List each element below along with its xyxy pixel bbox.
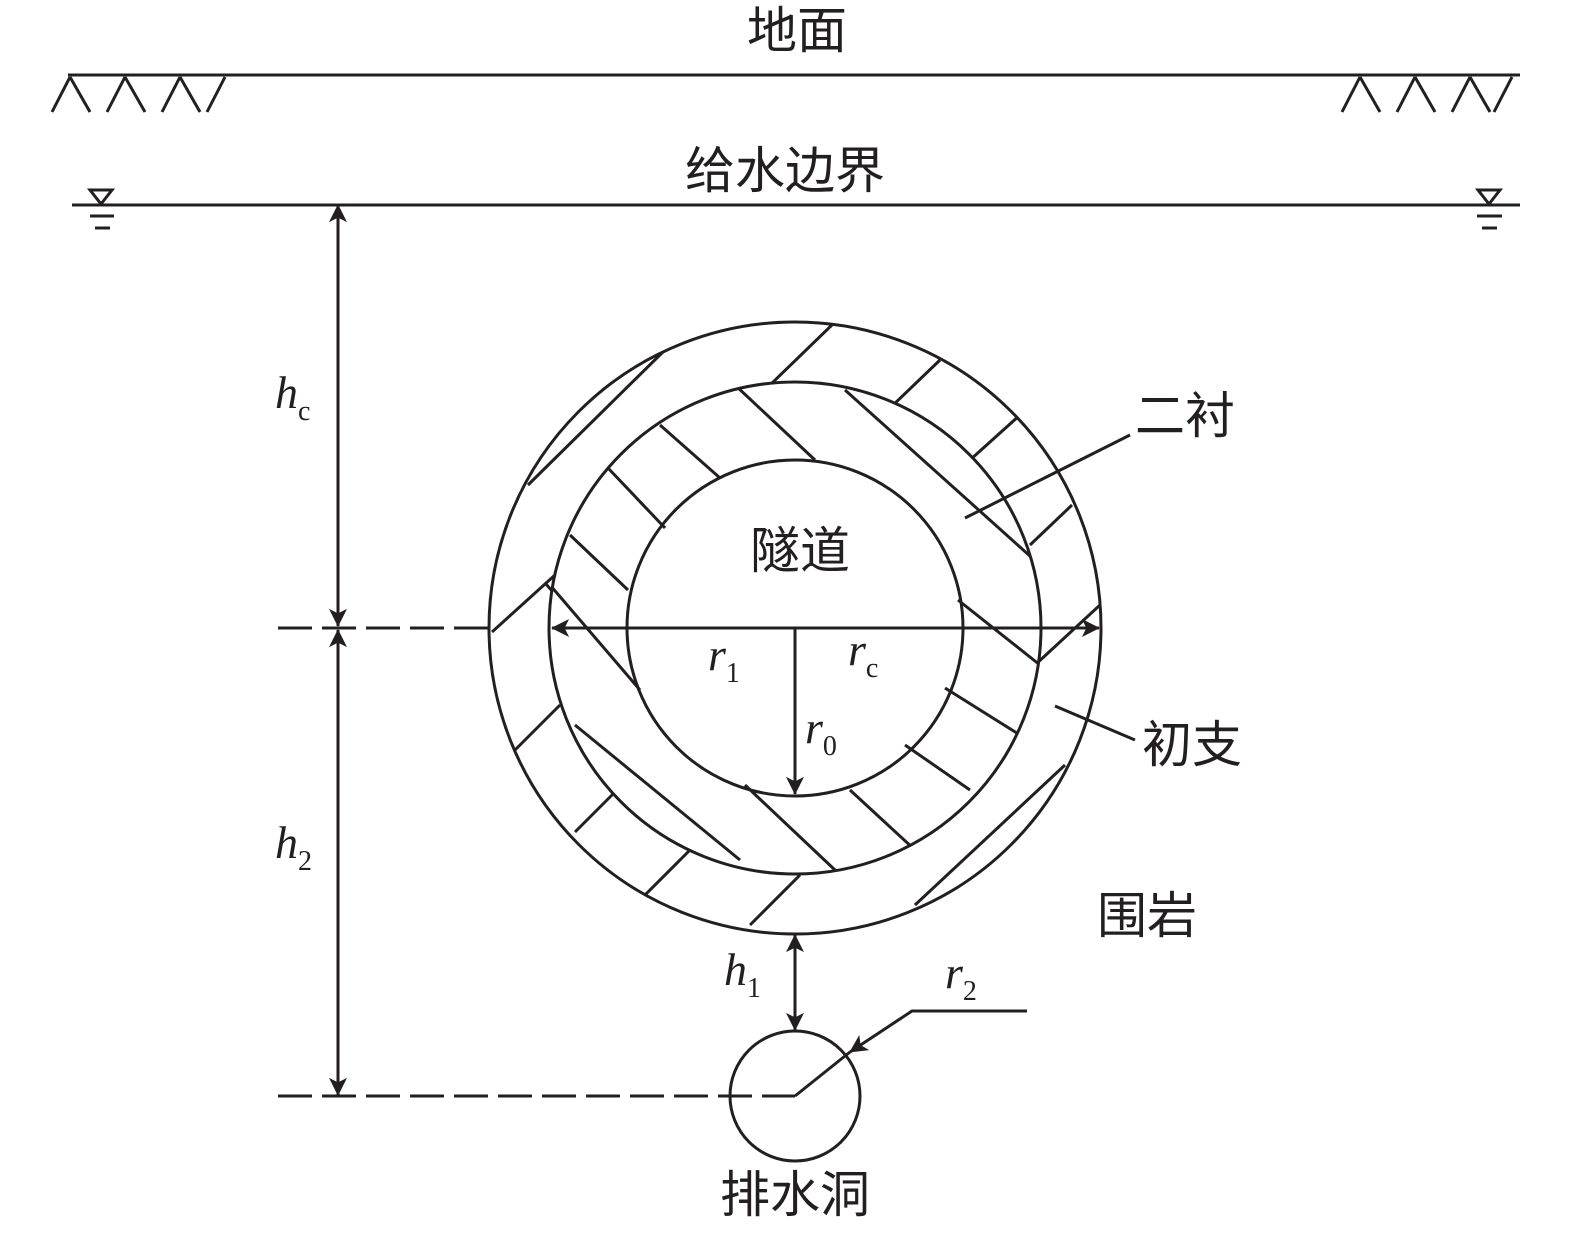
primary-support-ring — [490, 322, 1101, 927]
ground-hatch-left — [50, 76, 227, 113]
label-r0: r0 — [805, 702, 837, 762]
tunnel-label: 隧道 — [750, 522, 850, 580]
ground-hatch-right — [1340, 76, 1514, 113]
r2-leader — [849, 1009, 1027, 1054]
label-hc: hc — [275, 367, 310, 427]
secondary-lining-label: 二衬 — [1135, 387, 1235, 445]
primary-support-leader — [1054, 704, 1136, 742]
radius-line-r2 — [794, 1050, 851, 1098]
water-level-symbol-left — [86, 188, 116, 230]
label-h1: h1 — [724, 944, 761, 1004]
label-r2: r2 — [945, 947, 977, 1007]
primary-support-outer-boundary — [487, 320, 1103, 936]
drainage-tunnel-label: 排水洞 — [720, 1166, 870, 1224]
label-r1: r1 — [708, 629, 740, 689]
surrounding-rock-label: 围岩 — [1097, 887, 1197, 945]
label-h2: h2 — [275, 817, 312, 877]
drainage-tunnel — [728, 1029, 862, 1163]
label-rc: rc — [848, 624, 878, 684]
primary-support-label: 初支 — [1142, 716, 1242, 774]
water-level-symbol-right — [1474, 188, 1504, 230]
secondary-lining-leader — [964, 433, 1131, 520]
water-boundary-label: 给水边界 — [685, 142, 885, 200]
secondary-lining-ring — [549, 383, 1041, 872]
ground-label: 地面 — [747, 2, 847, 60]
